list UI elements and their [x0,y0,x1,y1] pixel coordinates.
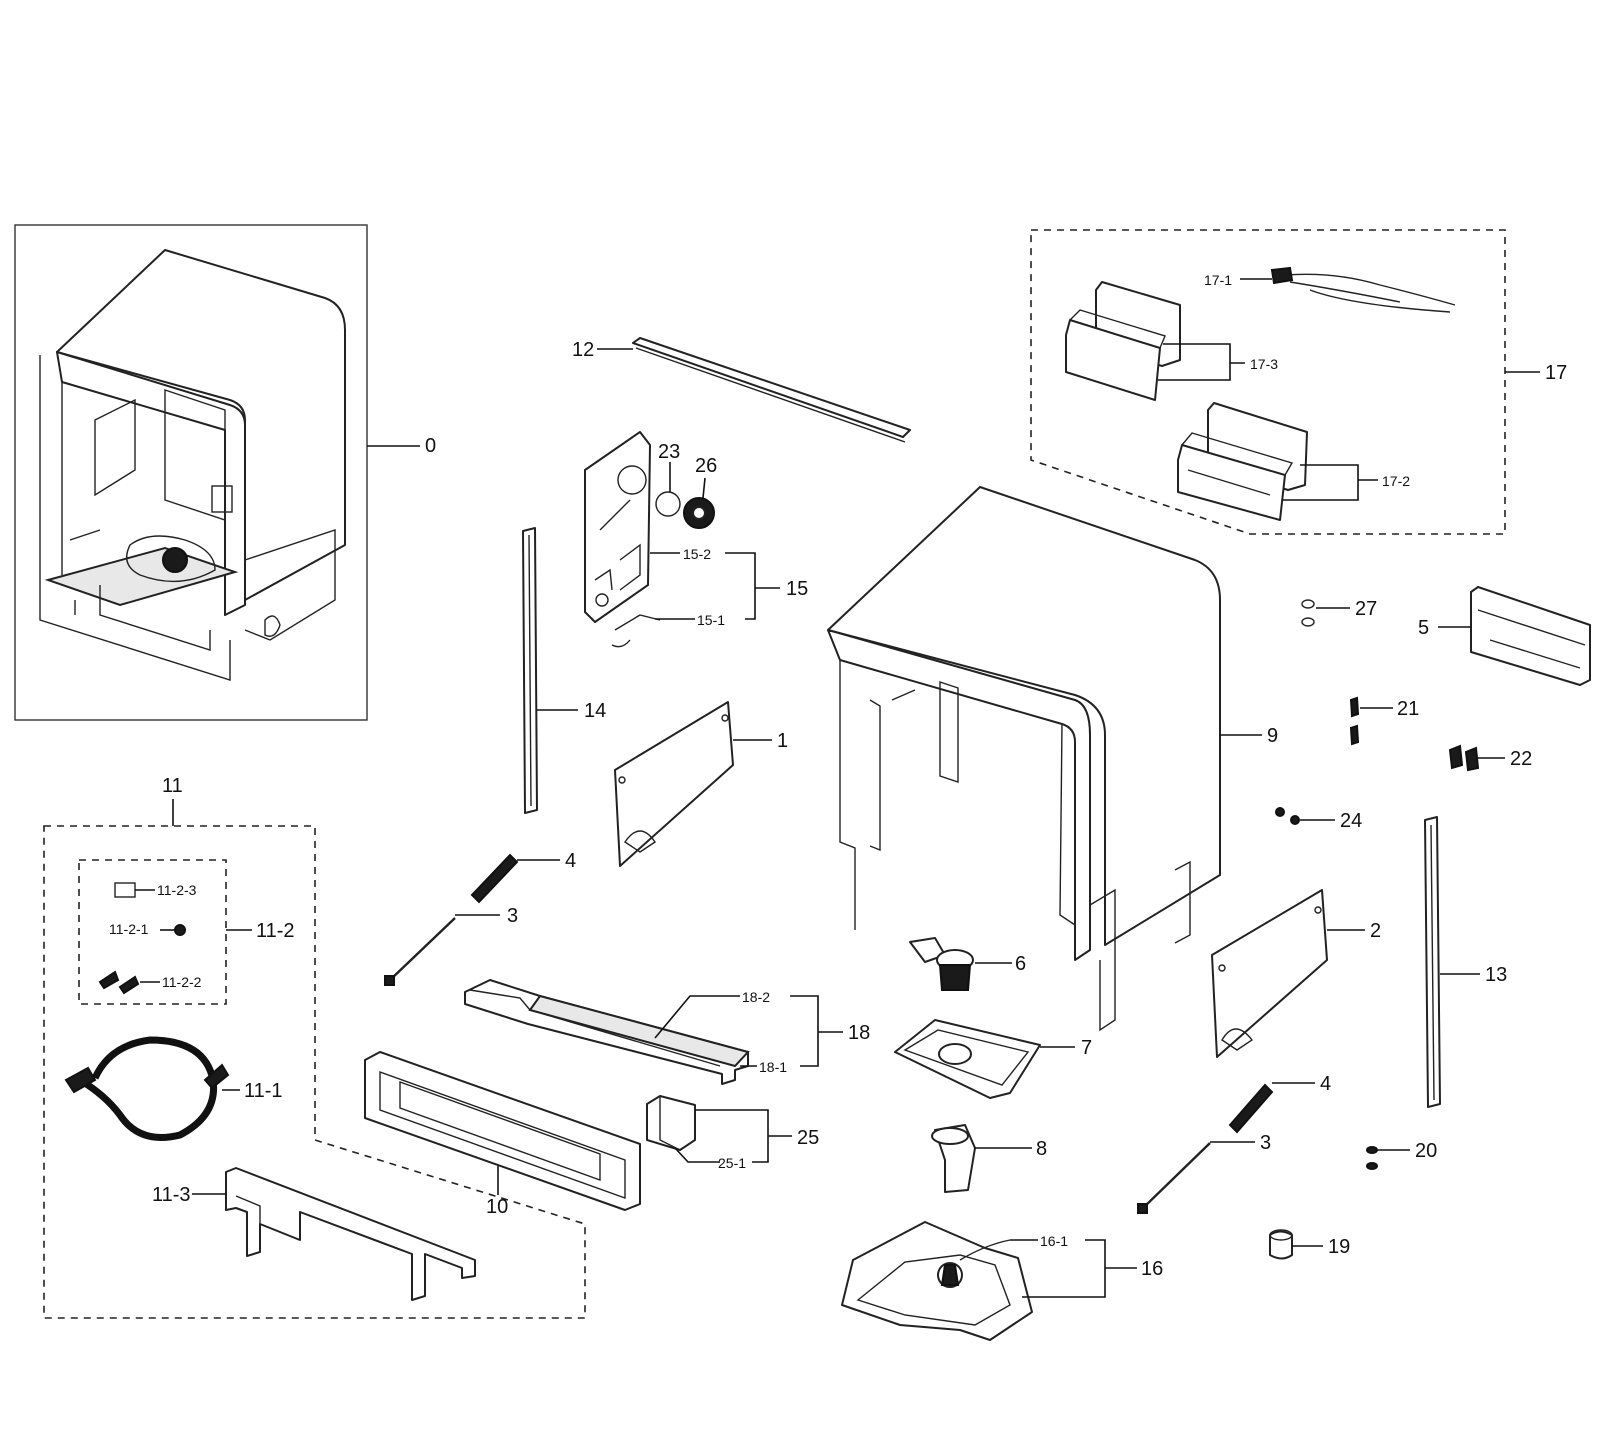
label-7: 7 [1081,1037,1092,1059]
label-18-2: 18-2 [742,989,770,1005]
label-18-1: 18-1 [759,1059,787,1075]
part-6-valve: 6 [909,937,1026,991]
label-4b: 4 [1320,1073,1331,1095]
part-22-clips: 22 [1448,744,1532,772]
label-11-3: 11-3 [152,1184,191,1206]
label-25-1: 25-1 [718,1155,746,1171]
label-9: 9 [1267,725,1278,747]
label-16-1: 16-1 [1040,1233,1068,1249]
label-11-2-3: 11-2-3 [157,882,197,898]
part-18-bracket: 18-2 18-1 18 [464,979,870,1085]
label-15-2: 15-2 [683,546,711,562]
part-9-tub: 9 [827,486,1278,1032]
label-25: 25 [797,1127,819,1149]
part-19-cap: 19 [1269,1229,1350,1260]
label-3a: 3 [507,905,518,927]
part-3-rod-right: 3 [1137,1132,1271,1214]
label-17-2: 17-2 [1382,473,1410,489]
part-15-panel: 23 26 15-2 15-1 15 [584,431,808,648]
part-24-fasteners: 24 [1275,807,1362,832]
label-10: 10 [486,1196,508,1218]
label-11-2-2: 11-2-2 [162,974,202,990]
label-4a: 4 [565,850,576,872]
part-21-clips: 21 [1349,696,1419,746]
part-4-spring-left: 4 [470,850,576,904]
part-12-rail: 12 [572,337,911,443]
label-0: 0 [425,435,436,457]
label-19: 19 [1328,1236,1350,1258]
label-26: 26 [695,455,717,477]
label-1: 1 [777,730,788,752]
label-17: 17 [1545,362,1567,384]
part-14-strip: 14 [522,527,606,814]
part-8-sump: 8 [931,1124,1047,1193]
label-24: 24 [1340,810,1362,832]
part-20-screws: 20 [1366,1140,1437,1170]
part-7-gasket: 7 [894,1019,1092,1099]
label-11-2: 11-2 [256,920,295,942]
label-20: 20 [1415,1140,1437,1162]
part-3-rod-left: 3 [384,905,518,986]
label-11-2-1: 11-2-1 [109,921,149,937]
label-13: 13 [1485,964,1507,986]
label-22: 22 [1510,748,1532,770]
label-6: 6 [1015,953,1026,975]
label-23: 23 [658,441,680,463]
label-5: 5 [1418,617,1429,639]
label-18: 18 [848,1022,870,1044]
part-13-strip: 13 [1424,816,1507,1108]
label-15-1: 15-1 [697,612,725,628]
label-27: 27 [1355,598,1377,620]
part-25-block: 25 25-1 [646,1095,819,1171]
part-5-bracket: 5 [1418,586,1591,686]
label-17-1: 17-1 [1204,272,1232,288]
label-12: 12 [572,339,594,361]
label-15: 15 [786,578,808,600]
assembly-0-frame: 0 [14,224,436,721]
part-1-panel: 1 [614,701,788,867]
group-11: 11 11-2-3 11-2-1 11-2-2 11-2 11-1 11-3 [43,775,586,1319]
label-11: 11 [162,775,183,797]
label-2: 2 [1370,920,1381,942]
label-8: 8 [1036,1138,1047,1160]
label-17-3: 17-3 [1250,356,1278,372]
label-3b: 3 [1260,1132,1271,1154]
part-2-panel: 2 [1211,889,1381,1058]
part-10-kick: 10 [364,1051,641,1218]
label-14: 14 [584,700,606,722]
label-11-1: 11-1 [244,1080,283,1102]
label-16: 16 [1141,1258,1163,1280]
group-17: 17-1 17-3 17-2 17 [1030,229,1567,535]
part-4-spring-right: 4 [1228,1073,1331,1134]
label-21: 21 [1397,698,1419,720]
part-27-orings: 27 [1301,598,1377,627]
part-16-base: 16-1 16 [841,1221,1163,1341]
